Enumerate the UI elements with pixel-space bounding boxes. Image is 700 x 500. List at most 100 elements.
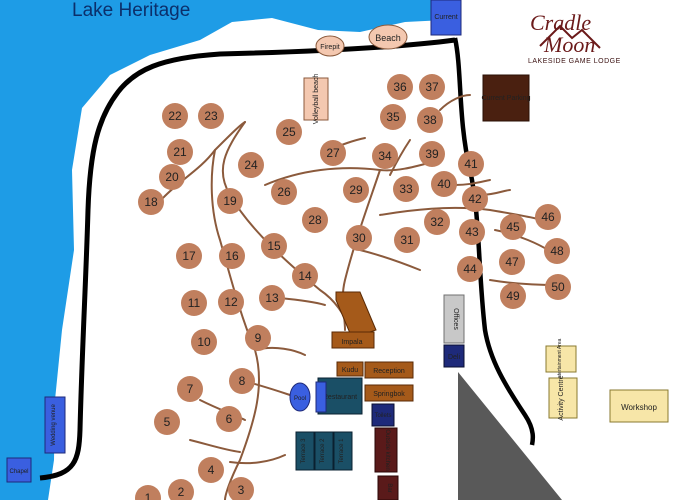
beach[interactable]: Beach (368, 24, 408, 50)
site-8[interactable]: 8 (229, 368, 255, 394)
site-38[interactable]: 38 (417, 107, 443, 133)
outside-kitchen[interactable]: Outside kitchen (374, 427, 398, 473)
site-17[interactable]: 17 (176, 243, 202, 269)
site-9[interactable]: 9 (245, 325, 271, 351)
site-18[interactable]: 18 (138, 189, 164, 215)
site-35[interactable]: 35 (380, 104, 406, 130)
svg-text:Beach: Beach (375, 33, 401, 43)
site-27[interactable]: 27 (320, 140, 346, 166)
site-22[interactable]: 22 (162, 103, 188, 129)
site-15[interactable]: 15 (261, 233, 287, 259)
svg-text:42: 42 (468, 192, 482, 206)
chapel[interactable]: Chapel (6, 457, 32, 483)
svg-text:37: 37 (425, 80, 439, 94)
deli[interactable]: Deli (443, 344, 465, 368)
site-16[interactable]: 16 (219, 243, 245, 269)
firepit[interactable]: Firepit (315, 35, 345, 57)
svg-text:10: 10 (197, 335, 211, 349)
site-10[interactable]: 10 (191, 329, 217, 355)
site-3[interactable]: 3 (228, 477, 254, 500)
site-33[interactable]: 33 (393, 176, 419, 202)
current-parking[interactable]: Current Parking (481, 74, 531, 122)
site-43[interactable]: 43 (459, 219, 485, 245)
svg-text:Bar: Bar (386, 483, 392, 492)
site-29[interactable]: 29 (343, 177, 369, 203)
site-4[interactable]: 4 (198, 457, 224, 483)
site-41[interactable]: 41 (458, 151, 484, 177)
current-top[interactable]: Current (430, 0, 462, 36)
svg-text:43: 43 (465, 225, 479, 239)
site-11[interactable]: 11 (181, 290, 207, 316)
site-6[interactable]: 6 (216, 406, 242, 432)
svg-text:Kudu: Kudu (342, 367, 358, 374)
site-14[interactable]: 14 (292, 263, 318, 289)
logo-line1: Cradle (530, 10, 592, 35)
impala[interactable]: Impala (331, 291, 377, 349)
site-13[interactable]: 13 (259, 285, 285, 311)
entertainment-area[interactable]: Entertainment Area (545, 338, 577, 381)
svg-text:40: 40 (437, 177, 451, 191)
svg-text:Springbok: Springbok (373, 391, 405, 398)
svg-text:6: 6 (226, 412, 233, 426)
site-48[interactable]: 48 (544, 238, 570, 264)
site-1[interactable]: 1 (135, 485, 161, 500)
svg-text:Wedding venue: Wedding venue (51, 404, 57, 446)
site-45[interactable]: 45 (500, 214, 526, 240)
terrace-1[interactable]: Terrace 1 (333, 431, 353, 471)
east-road (452, 37, 536, 446)
pool[interactable]: Pool (289, 382, 311, 412)
svg-text:41: 41 (464, 157, 478, 171)
site-42[interactable]: 42 (462, 186, 488, 212)
svg-text:5: 5 (164, 415, 171, 429)
site-32[interactable]: 32 (424, 209, 450, 235)
svg-text:16: 16 (225, 249, 239, 263)
site-2[interactable]: 2 (168, 479, 194, 500)
site-49[interactable]: 49 (500, 283, 526, 309)
svg-text:46: 46 (541, 210, 555, 224)
springbok[interactable]: Springbok (364, 384, 414, 402)
terrace-2[interactable]: Terrace 2 (314, 431, 334, 471)
reception[interactable]: Reception (364, 361, 414, 379)
site-24[interactable]: 24 (238, 152, 264, 178)
site-40[interactable]: 40 (431, 171, 457, 197)
site-30[interactable]: 30 (346, 225, 372, 251)
wedding-venue[interactable]: Wedding venue (44, 396, 66, 454)
svg-text:Chapel: Chapel (9, 469, 28, 475)
site-44[interactable]: 44 (457, 256, 483, 282)
site-50[interactable]: 50 (545, 274, 571, 300)
svg-text:Deli: Deli (448, 354, 461, 361)
bar[interactable]: Bar (377, 475, 399, 500)
site-25[interactable]: 25 (276, 119, 302, 145)
site-21[interactable]: 21 (167, 139, 193, 165)
svg-text:26: 26 (277, 185, 291, 199)
svg-text:31: 31 (400, 233, 414, 247)
site-36[interactable]: 36 (387, 74, 413, 100)
site-37[interactable]: 37 (419, 74, 445, 100)
site-19[interactable]: 19 (217, 188, 243, 214)
svg-text:Terrace 3: Terrace 3 (301, 438, 307, 464)
entertainment-small[interactable] (315, 381, 327, 413)
svg-text:Pool: Pool (294, 396, 306, 402)
site-5[interactable]: 5 (154, 409, 180, 435)
site-26[interactable]: 26 (271, 179, 297, 205)
svg-text:18: 18 (144, 195, 158, 209)
offices[interactable]: Offices (443, 294, 465, 344)
site-46[interactable]: 46 (535, 204, 561, 230)
site-23[interactable]: 23 (198, 103, 224, 129)
site-20[interactable]: 20 (159, 164, 185, 190)
svg-text:13: 13 (265, 291, 279, 305)
kudu[interactable]: Kudu (336, 361, 364, 377)
workshop[interactable]: Workshop (609, 389, 669, 423)
site-39[interactable]: 39 (419, 141, 445, 167)
site-28[interactable]: 28 (302, 207, 328, 233)
svg-text:19: 19 (223, 194, 237, 208)
terrace-3[interactable]: Terrace 3 (295, 431, 315, 471)
site-31[interactable]: 31 (394, 227, 420, 253)
volleyball-beach[interactable]: Volleyball beach (303, 74, 329, 125)
site-34[interactable]: 34 (372, 143, 398, 169)
site-47[interactable]: 47 (499, 249, 525, 275)
site-7[interactable]: 7 (177, 376, 203, 402)
toilets[interactable]: Toilets (371, 403, 395, 427)
activity-centre[interactable]: Activity Centre (548, 375, 578, 421)
site-12[interactable]: 12 (218, 289, 244, 315)
